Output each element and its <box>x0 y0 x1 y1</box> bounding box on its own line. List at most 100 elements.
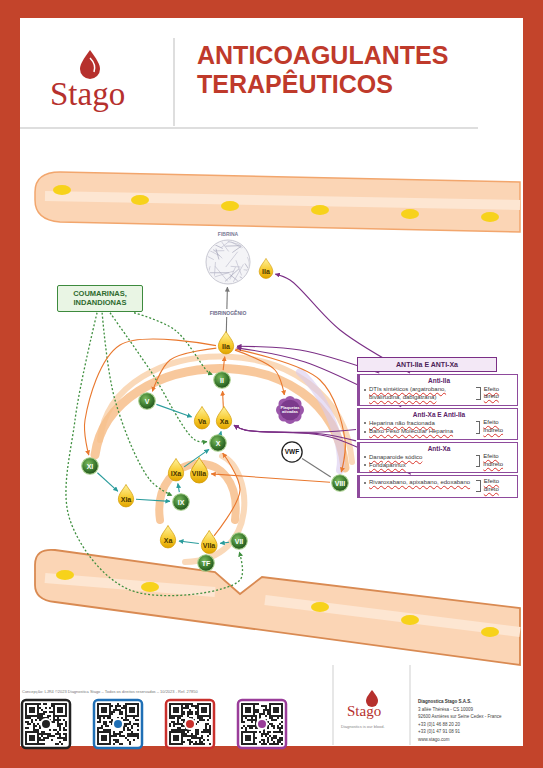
factor-circle: V <box>138 392 156 410</box>
factor-label: VIIIa <box>192 470 206 477</box>
address-line: 92600 Asnières sur Seine Cedex - France <box>418 714 502 719</box>
vessel-top <box>35 172 520 232</box>
poster-title: ANTICOAGULANTES TERAPÊUTICOS <box>197 41 497 99</box>
connector <box>214 453 240 536</box>
factor-circle: TF <box>197 554 215 572</box>
active-factor: Xa <box>215 406 233 429</box>
section-heading: Anti-IIa <box>364 377 514 384</box>
fibrin-mesh <box>205 239 251 285</box>
effect-cell: Efeito indireto <box>474 453 514 470</box>
connector <box>235 349 345 472</box>
drug-list: Rivaroxabano, apixabano, edoxabano <box>364 478 474 494</box>
connector <box>85 339 216 455</box>
section-row: DTIs sintéticos (argatrobano, bivalirudi… <box>364 385 514 402</box>
factor-label: VIIa <box>203 542 215 549</box>
box-label: COUMARINAS, INDANDIONAS <box>60 289 140 308</box>
sheet <box>20 18 523 746</box>
connector <box>302 459 331 478</box>
section-heading: Anti-Xa E Anti-IIa <box>364 411 514 418</box>
drug-list: DTIs sintéticos (argatrobano, bivalirudi… <box>364 385 474 402</box>
factor-circle: X <box>209 434 227 452</box>
effect-cell: Efeito direto <box>474 478 514 494</box>
factor-drop <box>117 484 135 507</box>
bracket <box>476 387 481 400</box>
qr-code <box>22 700 70 748</box>
panel-header: ANTI-IIa E ANTI-Xa <box>357 357 497 372</box>
active-factor: XIa <box>117 484 135 507</box>
copyright: Concepção: LJR4 ©2023 Diagnostica Stago … <box>22 689 198 694</box>
drug-class-box: COUMARINAS, INDANDIONAS <box>57 285 143 312</box>
address-line: www.stago.com <box>418 737 450 742</box>
factor-label: TF <box>202 560 211 567</box>
molecule-label: FIBRINOGÊNIO <box>208 309 249 317</box>
logo-drop <box>80 50 100 79</box>
connector <box>152 348 216 391</box>
factor-label: Xa <box>164 537 173 544</box>
drug-section: Rivaroxabano, apixabano, edoxabano Efeito… <box>357 475 518 498</box>
fibrin-clot: FIBRINA <box>203 231 253 285</box>
factor-label: II <box>220 377 224 384</box>
footer-divider <box>333 665 334 745</box>
address-line: 3 allée Thérésa - CS 10009 <box>418 707 473 712</box>
factor-label: IIa <box>222 343 230 350</box>
address-line: +33 (0)1 46 88 20 20 <box>418 722 460 727</box>
effect-label: Efeito direto <box>484 478 514 494</box>
drug-item: Danaparoide sódico <box>364 453 474 461</box>
active-factor: VIIIa <box>189 457 209 484</box>
connector <box>211 474 330 482</box>
active-factor: IIa <box>258 258 274 279</box>
connector <box>136 499 170 501</box>
qr-code <box>166 700 214 748</box>
drug-name: Heparina não fracionada <box>369 419 474 427</box>
address-line: Diagnostica Stago S.A.S. <box>418 699 472 704</box>
connector <box>178 484 179 493</box>
factor-label: VII <box>235 538 244 545</box>
factor-circle: VIII <box>331 474 349 492</box>
header-rule <box>20 128 478 129</box>
connector <box>97 473 117 492</box>
factor-circle: IX <box>172 493 190 511</box>
bracket <box>476 421 480 434</box>
factor-drop <box>193 406 211 429</box>
qr-code <box>94 700 142 748</box>
drug-name: Danaparoide sódico <box>369 453 474 461</box>
drug-list: Danaparoide sódicoFondaparinux <box>364 453 474 470</box>
connector <box>134 313 212 375</box>
vessel-bottom <box>35 550 520 665</box>
factor-label: XI <box>87 463 94 470</box>
tagline: Diagnostics is our blood. <box>341 724 385 729</box>
header-divider <box>174 38 175 126</box>
factor-label: X <box>216 440 221 447</box>
connector <box>235 350 284 395</box>
platelet: Plaquetas ativadas <box>276 396 304 424</box>
cascade-swirls <box>95 356 352 562</box>
bracket <box>476 480 481 492</box>
qr-code <box>238 700 286 748</box>
drug-item: Fondaparinux <box>364 461 474 469</box>
connector <box>220 431 222 433</box>
factor-circle: VII <box>230 532 248 550</box>
factor-label: IX <box>178 499 185 506</box>
bullet <box>364 456 366 458</box>
factor-label: XIa <box>121 496 132 503</box>
platelet-label: Plaquetas ativadas <box>279 406 301 415</box>
bullet <box>364 482 366 484</box>
factor-label: VIII <box>335 480 346 487</box>
factor-label: VWF <box>285 449 299 456</box>
effect-label: Efeito indireto <box>483 419 514 435</box>
drug-list: Heparina não fracionadaBaixo Peso Molecu… <box>364 419 474 436</box>
fibrin-label: FIBRINA <box>203 231 253 237</box>
connector <box>156 404 191 417</box>
active-factor: Xa <box>159 525 177 548</box>
factor-drop <box>200 530 218 554</box>
bracket <box>476 455 480 468</box>
vwf-circle: VWF <box>281 441 303 463</box>
drug-item: DTIs sintéticos (argatrobano, bivalirudi… <box>364 385 474 402</box>
active-factor: IIa <box>217 331 235 354</box>
section-row: Heparina não fracionadaBaixo Peso Molecu… <box>364 419 514 436</box>
qr-codes <box>22 700 286 748</box>
factor-drop <box>159 525 177 548</box>
factor-circle: II <box>213 371 231 389</box>
